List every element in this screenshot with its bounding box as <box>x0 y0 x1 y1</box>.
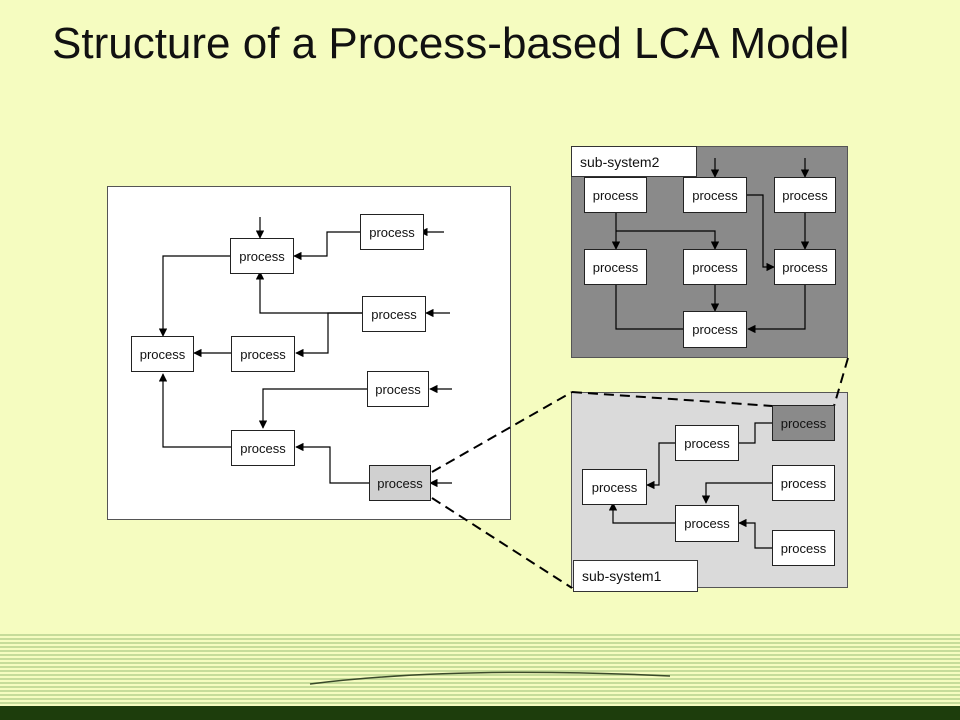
process-box: process <box>774 177 836 213</box>
footer-stripes <box>0 634 960 710</box>
process-box: process <box>683 249 747 285</box>
process-box: process <box>774 249 836 285</box>
process-box: process <box>683 311 747 348</box>
process-box: process <box>230 238 294 274</box>
process-box-subsystem2: process <box>772 405 835 441</box>
footer-bar <box>0 706 960 720</box>
process-box: process <box>582 469 647 505</box>
process-box: process <box>584 249 647 285</box>
process-box: process <box>360 214 424 250</box>
process-box-subsystem1: process <box>369 465 431 501</box>
process-box: process <box>772 465 835 501</box>
process-box: process <box>675 505 739 542</box>
process-box: process <box>362 296 426 332</box>
logo-swash <box>309 671 671 685</box>
process-box: process <box>683 177 747 213</box>
process-box: process <box>675 425 739 461</box>
slide-title: Structure of a Process-based LCA Model <box>52 19 850 68</box>
green-design-logo <box>300 640 680 706</box>
process-box: process <box>231 430 295 466</box>
process-box: process <box>772 530 835 566</box>
subsystem1-tag: sub-system1 <box>573 560 698 592</box>
process-box: process <box>584 177 647 213</box>
process-box: process <box>231 336 295 372</box>
process-box: process <box>131 336 194 372</box>
subsystem2-tag: sub-system2 <box>571 146 697 177</box>
process-box: process <box>367 371 429 407</box>
